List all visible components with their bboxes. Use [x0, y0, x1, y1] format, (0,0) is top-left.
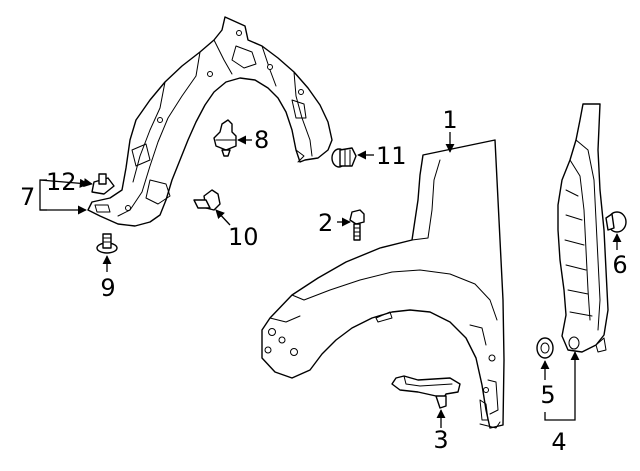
fender-bracket[interactable]	[391, 375, 461, 409]
callout-6: 6	[612, 251, 627, 279]
callout-4: 4	[551, 428, 566, 456]
fender-seal[interactable]	[557, 103, 609, 353]
nut[interactable]	[91, 173, 115, 195]
callout-11: 11	[376, 142, 407, 170]
leader-lines	[39, 132, 622, 428]
fender[interactable]	[261, 139, 505, 429]
callout-12: 12	[46, 168, 77, 196]
bolt[interactable]	[349, 209, 365, 241]
screw[interactable]	[96, 233, 118, 254]
washer[interactable]	[536, 337, 554, 359]
callout-3: 3	[433, 426, 448, 454]
callout-2: 2	[318, 209, 333, 237]
callout-10: 10	[228, 223, 259, 251]
callout-8: 8	[254, 126, 269, 154]
fender-liner[interactable]	[87, 16, 333, 227]
callout-labels: 1 2 3 4 5 6 7 8 9 10 11 12	[20, 106, 628, 456]
callout-7: 7	[20, 183, 35, 211]
callout-1: 1	[442, 106, 457, 134]
callout-5: 5	[540, 381, 555, 409]
callout-9: 9	[100, 274, 115, 302]
clip[interactable]	[605, 211, 627, 233]
rivet[interactable]	[193, 189, 221, 211]
grommet[interactable]	[331, 147, 357, 168]
push-clip[interactable]	[213, 119, 237, 157]
